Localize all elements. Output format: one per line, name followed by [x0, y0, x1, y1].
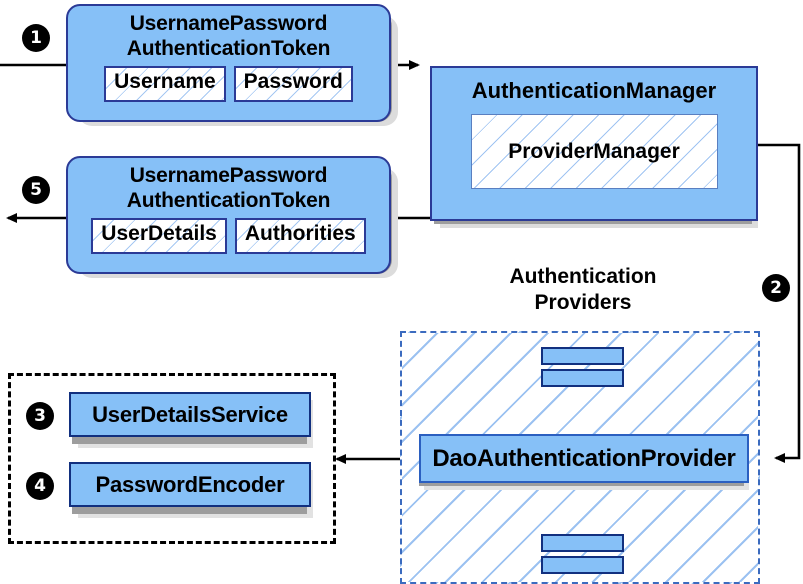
- response-token-title-line2: AuthenticationToken: [126, 189, 331, 212]
- request-token-fields: Username Password: [104, 66, 353, 102]
- authentication-providers-title: Authentication Providers: [470, 264, 696, 316]
- passwordencoder-box[interactable]: PasswordEncoder: [69, 462, 311, 507]
- step-badge-1: 1: [22, 24, 50, 52]
- provider-bar-bottom-1[interactable]: [541, 534, 624, 552]
- authentication-manager-box[interactable]: AuthenticationManager ProviderManager: [430, 66, 758, 221]
- request-token-title-line2: AuthenticationToken: [126, 37, 331, 60]
- field-username[interactable]: Username: [104, 66, 226, 102]
- authentication-providers-title-line1: Authentication: [509, 265, 657, 288]
- step-badge-5: 5: [22, 176, 50, 204]
- provider-manager-label: ProviderManager: [508, 139, 680, 163]
- request-token-title-line1: UsernamePassword: [129, 12, 328, 35]
- request-token-box[interactable]: UsernamePassword AuthenticationToken Use…: [66, 4, 391, 122]
- field-userdetails[interactable]: UserDetails: [91, 218, 227, 254]
- step-badge-2: 2: [762, 274, 790, 302]
- field-authorities[interactable]: Authorities: [234, 218, 366, 254]
- step-badge-3: 3: [26, 402, 54, 430]
- dao-authentication-provider-label: DaoAuthenticationProvider: [432, 444, 736, 472]
- provider-bar-bottom-2[interactable]: [541, 556, 624, 574]
- userdetailsservice-label: UserDetailsService: [92, 401, 288, 427]
- userdetailsservice-box[interactable]: UserDetailsService: [69, 392, 311, 437]
- step-badge-4: 4: [26, 472, 54, 500]
- authentication-manager-title: AuthenticationManager: [471, 78, 717, 103]
- provider-manager-box[interactable]: ProviderManager: [470, 114, 718, 189]
- authentication-providers-title-line2: Providers: [534, 291, 632, 314]
- response-token-title-line1: UsernamePassword: [129, 164, 328, 187]
- passwordencoder-label: PasswordEncoder: [95, 471, 285, 497]
- response-token-box[interactable]: UsernamePassword AuthenticationToken Use…: [66, 156, 391, 274]
- field-password[interactable]: Password: [233, 66, 353, 102]
- provider-bar-top-2[interactable]: [541, 369, 624, 387]
- dao-authentication-provider-box[interactable]: DaoAuthenticationProvider: [419, 434, 749, 483]
- response-token-fields: UserDetails Authorities: [91, 218, 366, 254]
- provider-bar-top-1[interactable]: [541, 347, 624, 365]
